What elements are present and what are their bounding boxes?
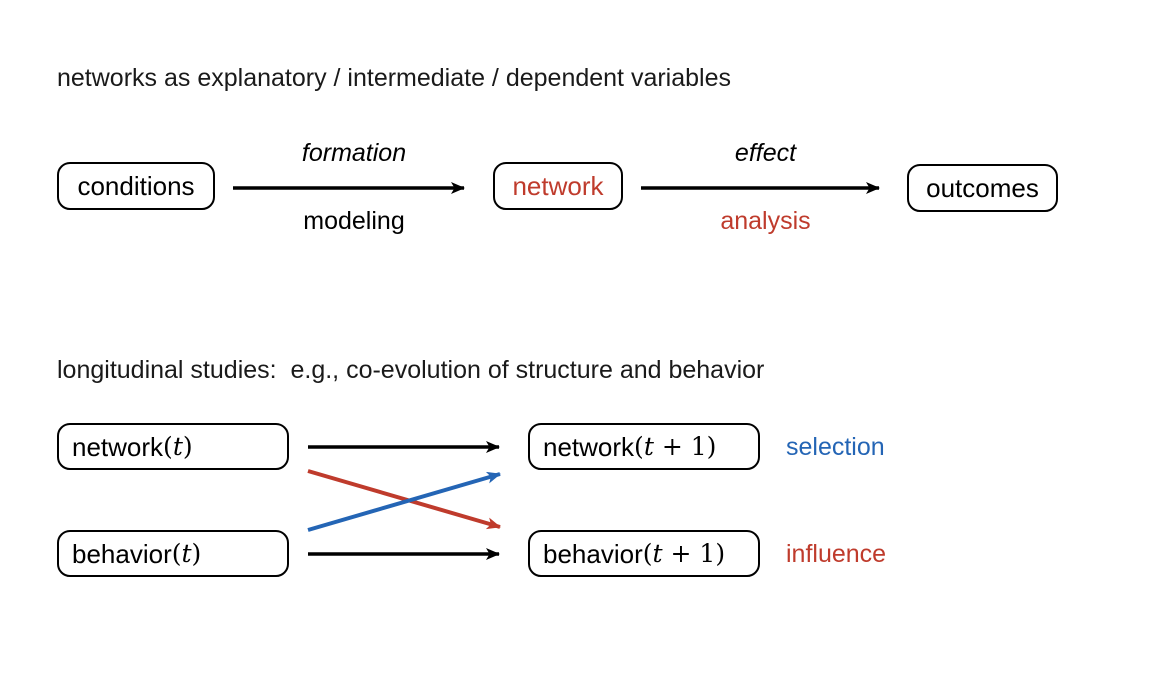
node-network-t1: network(t + 1) bbox=[528, 423, 760, 470]
node-network-t1-math: (t + 1) bbox=[634, 432, 717, 461]
node-network-label: network bbox=[512, 171, 604, 201]
arrow-network-t-to-behavior-t1 bbox=[307, 469, 501, 530]
edge2-label-above: effect bbox=[734, 139, 797, 167]
node-behavior-t-math: (t) bbox=[171, 539, 202, 568]
label-influence: influence bbox=[786, 540, 887, 568]
node-conditions: conditions bbox=[57, 162, 215, 210]
node-behavior-t: behavior(t) bbox=[57, 530, 289, 577]
node-behavior-t1-label: behavior bbox=[543, 538, 643, 569]
node-outcomes: outcomes bbox=[907, 164, 1058, 212]
label-selection: selection bbox=[786, 433, 885, 461]
node-network-t1-label: network bbox=[543, 431, 635, 462]
section1-heading: networks as explanatory / intermediate /… bbox=[57, 64, 731, 92]
arrow-behavior-t-to-network-t1 bbox=[307, 471, 501, 532]
edge2-label-below: analysis bbox=[720, 207, 811, 235]
node-network: network bbox=[493, 162, 623, 210]
node-network-t: network(t) bbox=[57, 423, 289, 470]
node-network-t-math: (t) bbox=[163, 432, 193, 461]
node-network-t-label: network bbox=[72, 431, 164, 462]
section2-heading: longitudinal studies: e.g., co-evolution… bbox=[57, 356, 765, 384]
edge1-label-below: modeling bbox=[303, 207, 405, 235]
node-outcomes-label: outcomes bbox=[926, 173, 1039, 203]
node-behavior-t1: behavior(t + 1) bbox=[528, 530, 760, 577]
node-conditions-label: conditions bbox=[77, 171, 195, 201]
node-behavior-t-label: behavior bbox=[72, 538, 172, 569]
node-behavior-t1-math: (t + 1) bbox=[642, 539, 726, 568]
edge1-label-above: formation bbox=[301, 139, 407, 167]
